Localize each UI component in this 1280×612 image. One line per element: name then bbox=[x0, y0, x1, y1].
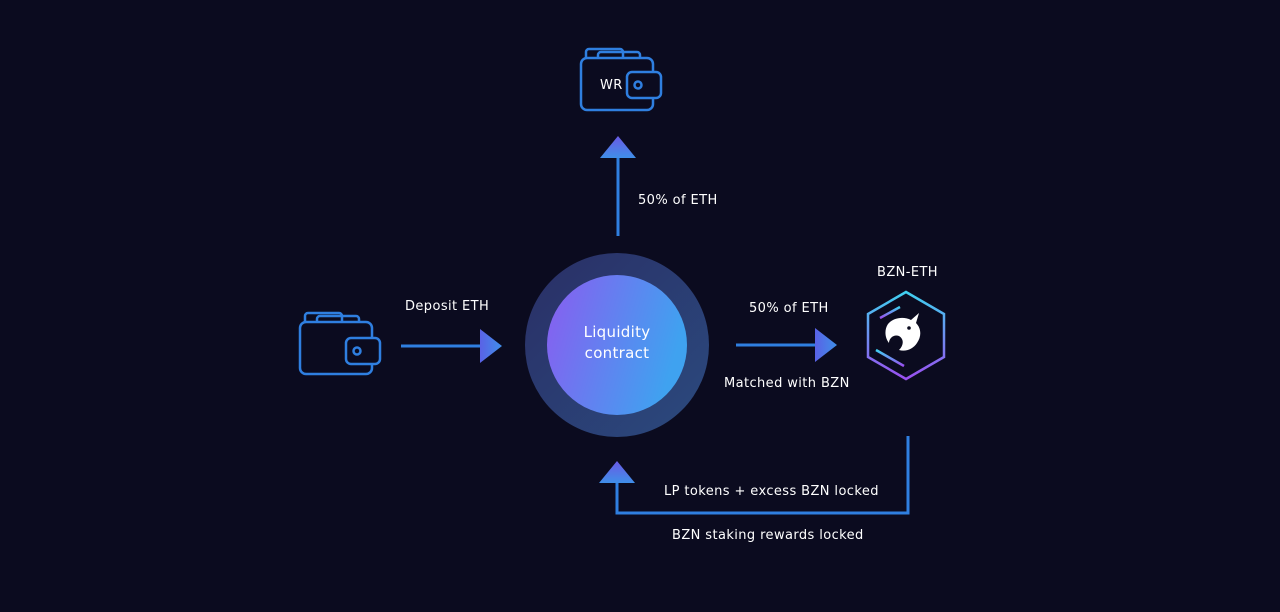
arrow-deposit bbox=[401, 329, 502, 363]
arrow-up bbox=[600, 136, 636, 236]
liquidity-contract-circle bbox=[525, 253, 709, 437]
arrow-up-label: 50% of ETH bbox=[638, 193, 718, 208]
contract-label-line1: Liquidity bbox=[583, 323, 651, 341]
deposit-label: Deposit ETH bbox=[405, 299, 490, 314]
contract-label-line2: contract bbox=[584, 344, 650, 362]
return-flow-path bbox=[599, 436, 910, 515]
return-bottom-label: BZN staking rewards locked bbox=[672, 528, 864, 543]
return-top-label: LP tokens + excess BZN locked bbox=[664, 484, 879, 499]
contract-label: Liquidity contract bbox=[546, 322, 688, 364]
arrow-right-bottom-label: Matched with BZN bbox=[724, 376, 850, 391]
wallet-top-icon bbox=[579, 47, 663, 112]
uniswap-hexagon-icon bbox=[866, 290, 946, 381]
pool-label: BZN-ETH bbox=[877, 265, 938, 280]
arrow-to-pool bbox=[736, 328, 837, 362]
arrow-right-top-label: 50% of ETH bbox=[749, 301, 829, 316]
wallet-left-icon bbox=[298, 311, 382, 376]
wallet-top-label: WR bbox=[600, 78, 623, 93]
